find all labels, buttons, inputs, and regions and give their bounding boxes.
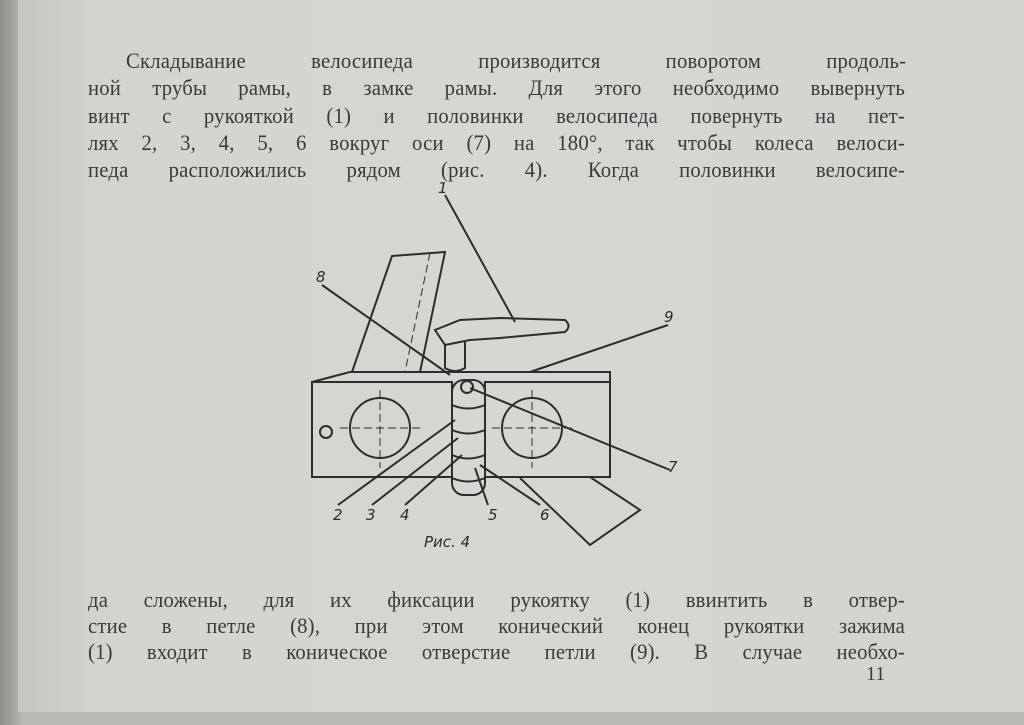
text-line: стие в петле (8), при этом конический ко… bbox=[88, 613, 905, 638]
text-line: педа расположились рядом (рис. 4). Когда… bbox=[88, 157, 905, 182]
label-7: 7 bbox=[668, 458, 678, 476]
book-page bbox=[18, 0, 1024, 712]
text-line: ной трубы рамы, в замке рамы. Для этого … bbox=[88, 75, 905, 100]
label-4: 4 bbox=[400, 506, 410, 524]
right-block bbox=[484, 381, 611, 478]
label-2: 2 bbox=[333, 506, 343, 524]
figure-caption: Рис. 4 bbox=[424, 533, 470, 551]
text-line: лях 2, 3, 4, 5, 6 вокруг оси (7) на 180°… bbox=[88, 130, 905, 155]
text-line: да сложены, для их фиксации рукоятку (1)… bbox=[88, 587, 905, 612]
label-5: 5 bbox=[488, 506, 498, 524]
page-number: 11 bbox=[866, 663, 886, 685]
label-6: 6 bbox=[540, 506, 550, 524]
text-line: Складывание велосипеда производится пово… bbox=[126, 48, 907, 73]
label-8: 8 bbox=[316, 268, 326, 286]
text-line: (1) входит в коническое отверстие петли … bbox=[88, 639, 905, 664]
book-spine bbox=[0, 0, 22, 725]
axis-7 bbox=[460, 380, 474, 394]
label-3: 3 bbox=[366, 506, 376, 524]
left-block bbox=[311, 381, 453, 478]
hinge-knuckles bbox=[451, 379, 486, 496]
label-1: 1 bbox=[438, 179, 448, 197]
label-9: 9 bbox=[664, 308, 674, 326]
handle-1 bbox=[433, 316, 570, 347]
frame-tube bbox=[350, 250, 447, 373]
text-line: винт с рукояткой (1) и половинки велосип… bbox=[88, 103, 905, 128]
